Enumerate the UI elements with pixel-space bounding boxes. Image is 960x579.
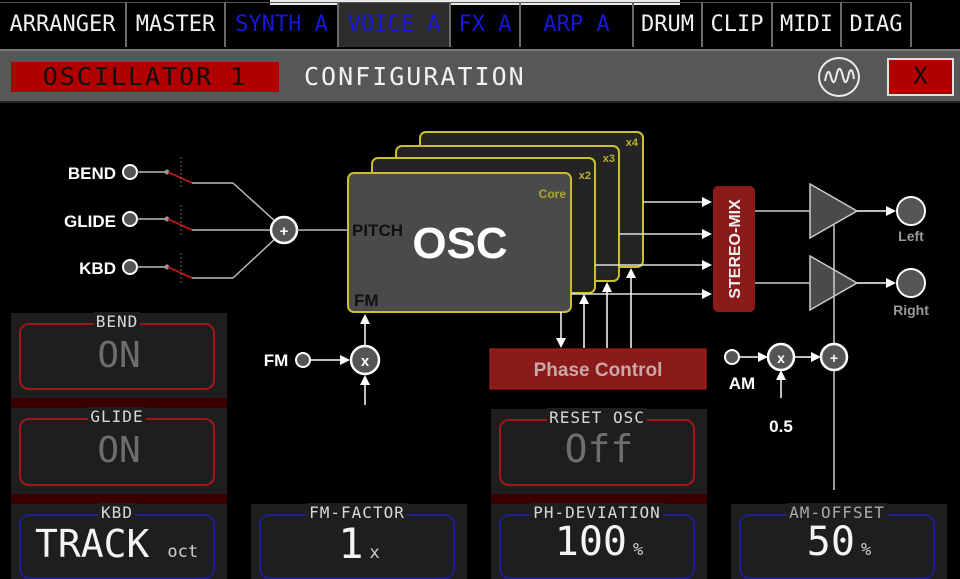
am-input-label: AM <box>729 374 755 393</box>
fm-input-label: FM <box>264 351 289 370</box>
stereo-mix-block <box>713 186 755 312</box>
input-label-bend: BEND <box>68 164 116 183</box>
input-label-glide: GLIDE <box>64 212 116 231</box>
core-label: Core <box>539 187 567 201</box>
osc-output-arrows <box>571 197 712 299</box>
am-factor-label: 0.5 <box>769 417 793 436</box>
input-label-kbd: KBD <box>79 259 116 278</box>
bend-divider <box>11 398 227 408</box>
glide-control-value: ON <box>97 430 141 471</box>
amp-left-icon <box>809 182 859 240</box>
am-offset-control-value: 50 <box>806 519 855 565</box>
tab-arp-a[interactable]: ARP A <box>521 2 634 47</box>
tab-clip[interactable]: CLIP <box>703 2 773 47</box>
fm-multiply-symbol: x <box>361 353 370 370</box>
ph-deviation-control-value: 100 <box>554 519 627 565</box>
sum-symbol: + <box>280 223 289 240</box>
switch-blades <box>164 157 193 283</box>
tab-drum[interactable]: DRUM <box>634 2 703 47</box>
am-sum-symbol: + <box>830 350 838 366</box>
layer-label-x3: x3 <box>603 153 615 165</box>
phase-control-label: Phase Control <box>534 360 663 381</box>
output-right-port-icon <box>896 268 926 298</box>
output-left-port-icon <box>896 196 926 226</box>
tab-arranger[interactable]: ARRANGER <box>0 2 127 47</box>
sine-wave-icon[interactable] <box>818 57 860 97</box>
tab-synth-a[interactable]: SYNTH A <box>226 2 339 47</box>
ph-deviation-control-label: PH-DEVIATION <box>531 503 663 522</box>
am-sum-node-icon <box>819 342 849 372</box>
reset-osc-control-value: Off <box>564 427 634 471</box>
bend-control-label: BEND <box>93 312 141 331</box>
bend-control[interactable]: BEND ON <box>11 312 227 398</box>
layer-label-x4: x4 <box>626 137 639 149</box>
stereo-mix-label: STEREO-MIX <box>727 199 744 299</box>
am-input-port-icon <box>724 349 740 365</box>
reset-osc-control[interactable]: RESET OSC Off <box>491 408 707 494</box>
glide-control-label: GLIDE <box>88 407 146 426</box>
tab-diag[interactable]: DIAG <box>842 2 912 47</box>
kbd-port-icon <box>122 259 138 275</box>
reset-osc-divider <box>491 494 707 504</box>
osc-core-block <box>347 172 572 313</box>
tab-voice-a[interactable]: VOICE A <box>339 2 451 47</box>
switch-lines <box>137 171 277 279</box>
ph-deviation-control-unit: % <box>633 540 644 560</box>
input-ports <box>122 164 138 275</box>
fm-input-port-icon <box>295 352 311 368</box>
fm-factor-control-value: 1 <box>338 519 364 568</box>
output-label-left: Left <box>898 228 924 244</box>
glide-port-icon <box>122 211 138 227</box>
fm-port-label: FM <box>354 291 379 310</box>
am-multiply-symbol: x <box>777 350 785 366</box>
ph-deviation-control[interactable]: PH-DEVIATION 100% <box>491 503 707 579</box>
am-offset-control-unit: % <box>860 540 872 560</box>
top-navigation: ARRANGER MASTER SYNTH A VOICE A FX A ARP… <box>0 0 960 48</box>
glide-divider <box>11 494 227 504</box>
module-title[interactable]: OSCILLATOR 1 <box>11 62 279 92</box>
section-title: CONFIGURATION <box>304 62 526 91</box>
phase-control-block <box>489 348 707 390</box>
layer-label-x2: x2 <box>579 170 591 182</box>
kbd-control-label: KBD <box>99 503 135 522</box>
fm-factor-control-unit: x <box>369 543 380 563</box>
glide-control[interactable]: GLIDE ON <box>11 407 227 494</box>
reset-osc-control-label: RESET OSC <box>547 408 647 427</box>
tab-fx-a[interactable]: FX A <box>451 2 521 47</box>
osc-label: OSC <box>412 219 507 268</box>
oscillator-diagram: BEND GLIDE KBD + x4 x3 x2 Core PITCH <box>64 131 929 490</box>
bend-control-value: ON <box>97 335 141 376</box>
pitch-port-label: PITCH <box>352 221 403 240</box>
bend-port-icon <box>122 164 138 180</box>
phase-control-arrows <box>556 268 636 348</box>
kbd-control-unit: oct <box>167 542 199 562</box>
fm-factor-control-label: FM-FACTOR <box>307 503 407 522</box>
tab-midi[interactable]: MIDI <box>773 2 842 47</box>
output-label-right: Right <box>893 302 929 318</box>
header-bar: OSCILLATOR 1 CONFIGURATION X <box>0 49 960 103</box>
kbd-control-value: TRACK <box>35 522 150 566</box>
close-button[interactable]: X <box>887 58 954 96</box>
am-offset-control[interactable]: AM-OFFSET 50% <box>731 503 947 579</box>
am-offset-control-label: AM-OFFSET <box>787 503 887 522</box>
tab-master[interactable]: MASTER <box>127 2 226 47</box>
kbd-control[interactable]: KBD TRACK oct <box>11 503 227 579</box>
